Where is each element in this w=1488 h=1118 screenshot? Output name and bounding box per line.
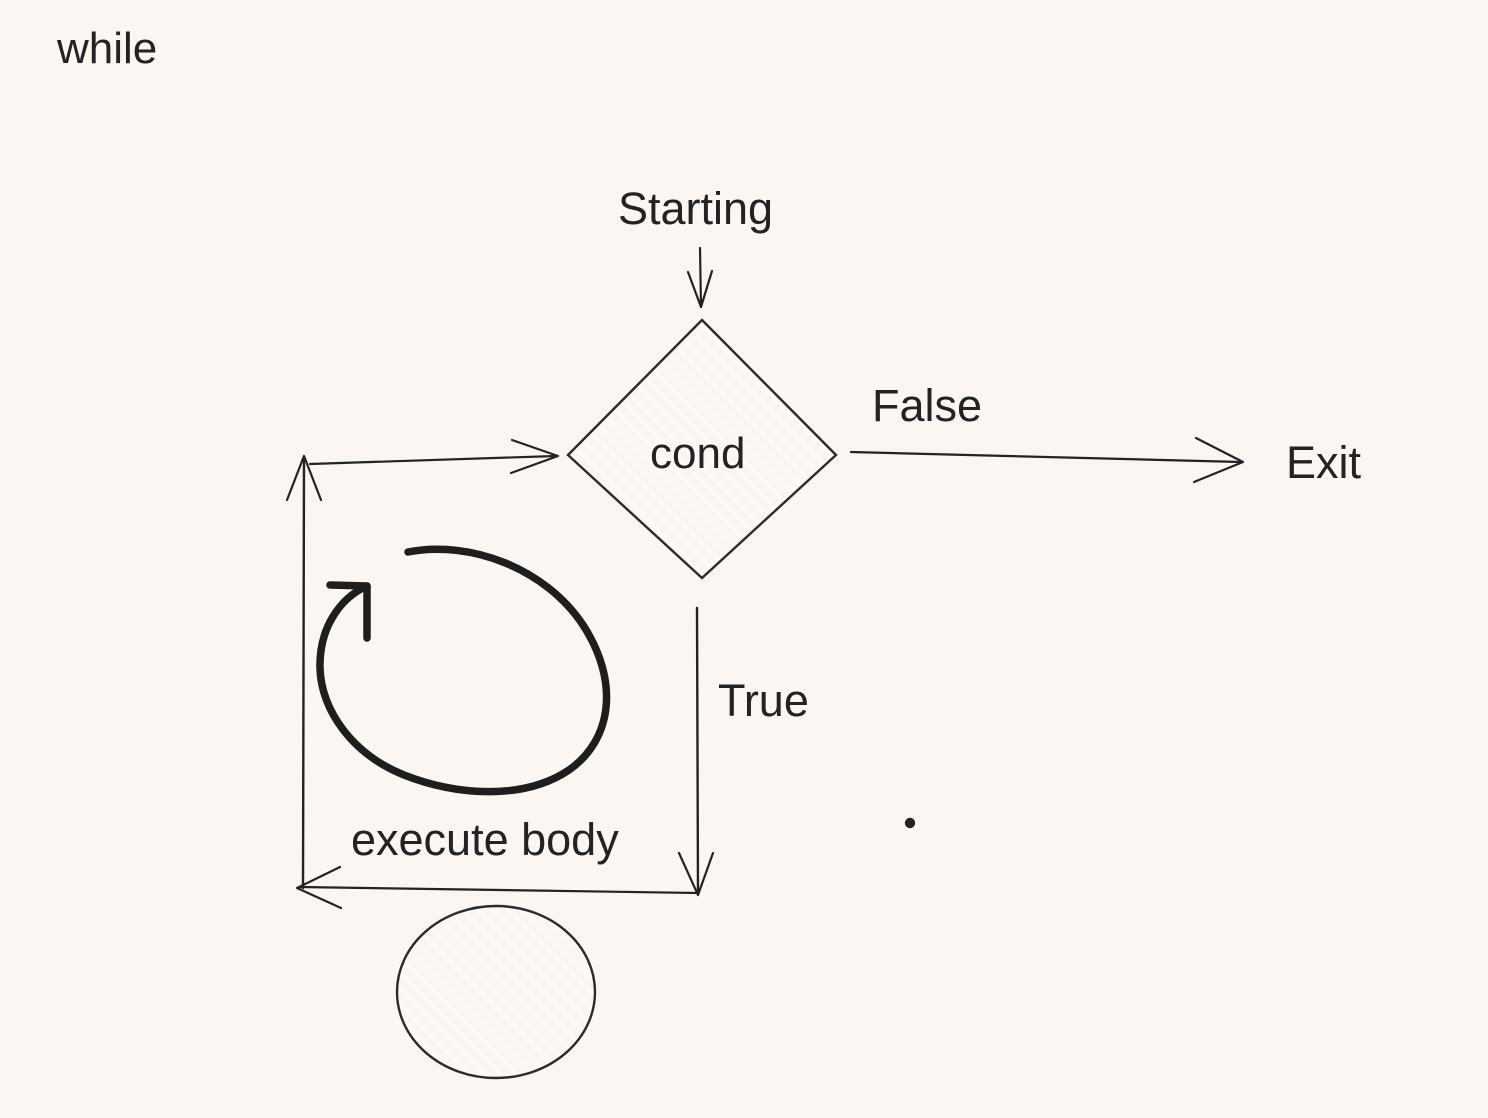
- start-arrow: [686, 246, 714, 309]
- page-title: while: [57, 24, 158, 73]
- body-return-arrow: [295, 865, 700, 910]
- body-circle: [395, 904, 597, 1080]
- label-execute-body: execute body: [351, 814, 619, 865]
- ink-dot: [904, 817, 916, 829]
- label-true: True: [718, 675, 809, 726]
- label-cond: cond: [650, 429, 746, 478]
- freehand-loop-circle-icon: [316, 545, 611, 796]
- loop-left-arrow: [285, 454, 323, 890]
- condition-diamond: [566, 318, 838, 580]
- label-false: False: [872, 380, 983, 431]
- false-arrow: [849, 436, 1245, 484]
- label-exit: Exit: [1286, 437, 1362, 488]
- label-starting: Starting: [618, 183, 774, 234]
- loop-back-arrow: [308, 438, 560, 475]
- true-arrow: [677, 606, 715, 897]
